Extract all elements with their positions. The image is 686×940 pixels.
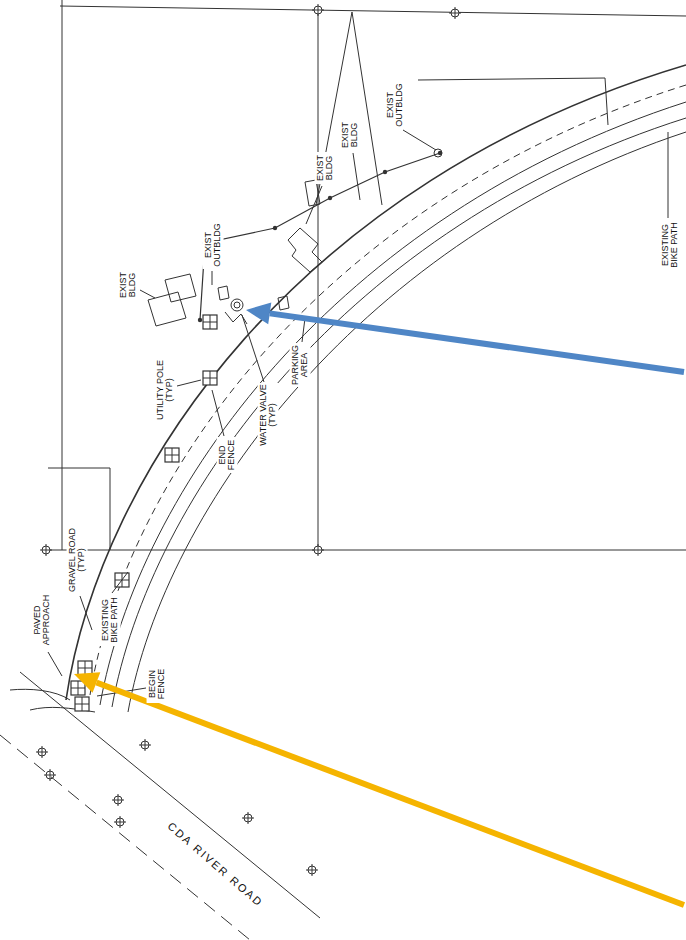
- paved-approach-label: PAVED APPROACH: [32, 589, 53, 651]
- fence-post: [273, 226, 277, 230]
- water-valve-symbol: [225, 312, 247, 324]
- fence-line: [200, 153, 440, 320]
- fence-post: [328, 196, 332, 200]
- building-label: EXIST OUTBLDG: [385, 81, 406, 129]
- building-outline: [288, 228, 322, 272]
- building-label: EXIST BLDG: [340, 119, 361, 151]
- bike-path-label: EXISTING BIKE PATH: [660, 219, 681, 271]
- utility-pole: [165, 448, 179, 462]
- leader-line: [302, 318, 305, 342]
- survey-monument-cross: [120, 816, 121, 828]
- leader-line: [140, 290, 155, 298]
- survey-monument-cross: [248, 812, 249, 824]
- utility-pole-cross: [203, 378, 217, 379]
- property-line: [60, 6, 686, 16]
- parking-marker: [278, 296, 289, 310]
- survey-monument-cross: [46, 544, 47, 556]
- leader-line: [668, 132, 669, 218]
- utility-pole-cross: [165, 455, 179, 456]
- building-outline: [165, 274, 196, 302]
- water-valve: [234, 302, 240, 308]
- property-line: [48, 468, 110, 469]
- parking-label: PARKING AREA: [290, 343, 311, 387]
- survey-monument-cross: [455, 7, 456, 19]
- leader-line: [80, 596, 92, 630]
- property-line: [110, 468, 111, 550]
- bike-path-label: EXISTING BIKE PATH: [100, 594, 121, 646]
- utility-pole: [71, 681, 85, 695]
- leader-line: [212, 390, 224, 436]
- survey-monument-cross: [42, 746, 43, 758]
- leader-line: [177, 380, 201, 386]
- utility-pole-cross: [78, 668, 92, 669]
- outbuilding-outline: [434, 149, 442, 157]
- gravel-road-edge: [90, 85, 686, 695]
- utility-pole-cross: [203, 322, 217, 323]
- survey-monument-cross: [50, 769, 51, 781]
- utility-pole-cross: [71, 688, 85, 689]
- paved-approach-edge: [10, 689, 70, 700]
- road-centerline: [0, 735, 250, 940]
- road-edge: [66, 65, 686, 700]
- leader-line: [112, 572, 128, 593]
- outbuilding-outline: [218, 286, 229, 300]
- survey-monument-cross: [318, 4, 319, 16]
- survey-monument-cross: [118, 794, 119, 806]
- building-label: EXIST BLDG: [315, 152, 336, 184]
- fence-post: [383, 170, 387, 174]
- fence-post: [198, 318, 202, 322]
- fence-label: END FENCE: [217, 437, 238, 473]
- highlight-arrowhead: [74, 672, 100, 693]
- highlight-arrowhead: [246, 302, 271, 324]
- utility-pole: [75, 697, 89, 711]
- utility-pole-label: UTILITY POLE (TYP): [155, 357, 176, 423]
- building-label: EXIST BLDG: [118, 269, 139, 301]
- utility-pole: [203, 315, 217, 329]
- utility-pole: [78, 661, 92, 675]
- highlight-arrow: [270, 313, 684, 372]
- survey-monument-cross: [145, 739, 146, 751]
- bike-path-edge: [128, 132, 686, 712]
- road-name: CDA RIVER ROAD: [164, 819, 267, 911]
- gravel-road-label: GRAVEL ROAD (TYP): [67, 526, 88, 594]
- survey-monument-cross: [318, 544, 319, 556]
- bike-path-edge: [112, 118, 686, 707]
- property-line: [318, 10, 319, 550]
- utility-pole-cross: [75, 704, 89, 705]
- leader-line: [242, 315, 264, 382]
- property-line: [46, 550, 686, 551]
- bike-path-edge: [100, 102, 686, 705]
- leader-line: [212, 271, 213, 285]
- leader-line: [403, 130, 436, 150]
- highlight-arrow: [96, 682, 684, 905]
- water-valve: [231, 299, 243, 311]
- leader-line: [418, 78, 608, 125]
- leader-line: [48, 652, 62, 676]
- water-valve-label: WATER VALVE (TYP): [258, 383, 279, 447]
- survey-monument-cross: [312, 864, 313, 876]
- leader-line: [306, 186, 322, 224]
- building-label: EXIST OUTBLDG: [203, 221, 224, 269]
- utility-pole: [203, 371, 217, 385]
- leader-line: [353, 153, 360, 200]
- fence-label: BEGIN FENCE: [147, 665, 168, 703]
